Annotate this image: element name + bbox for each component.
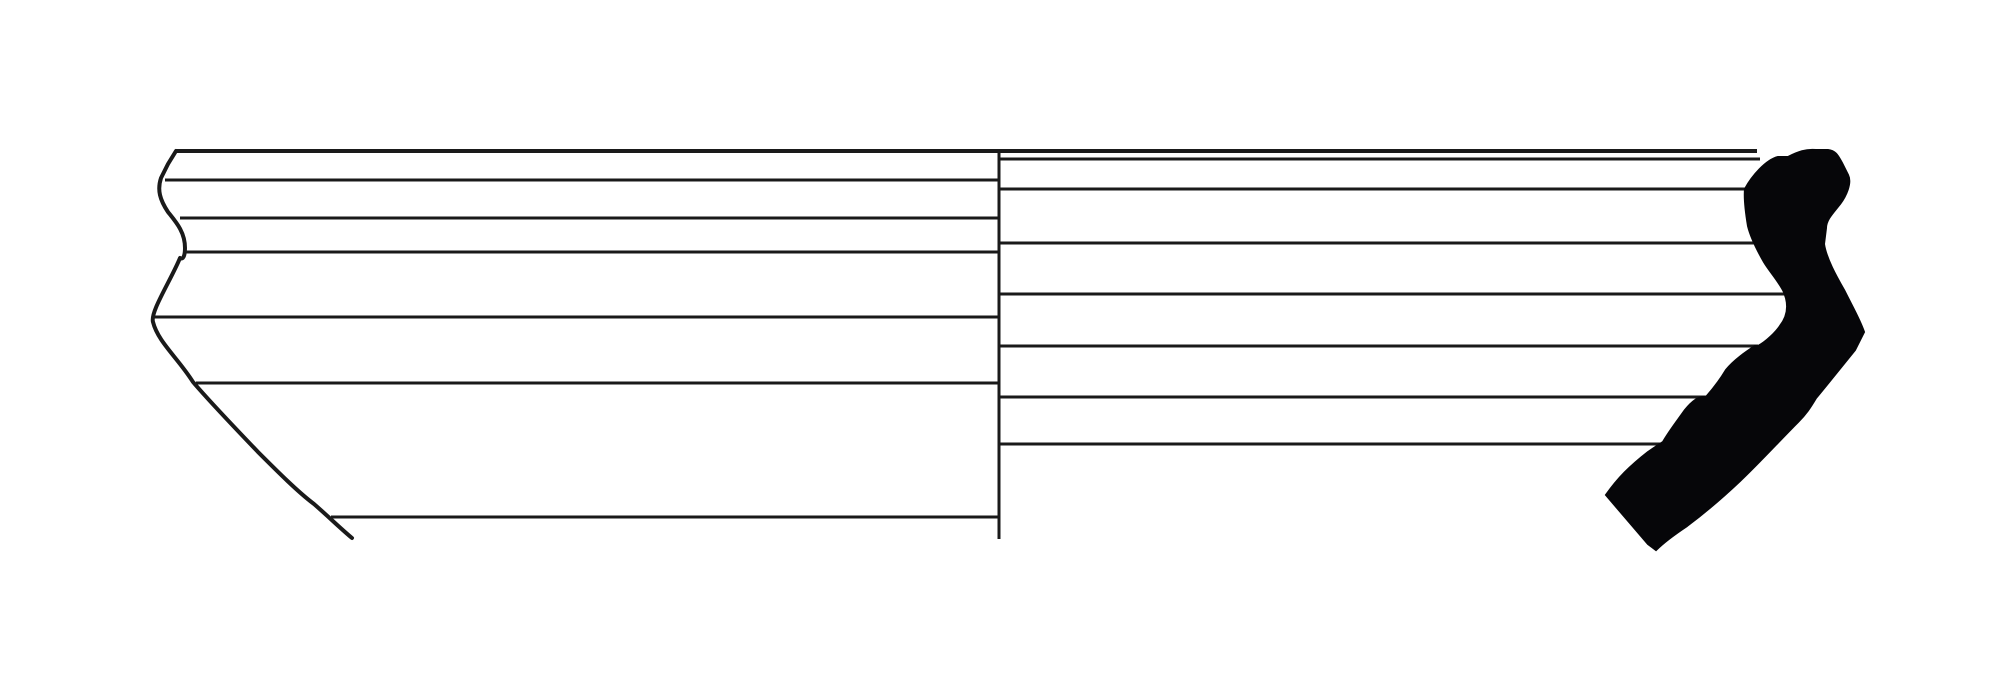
exterior-outline — [150, 149, 354, 540]
exterior-horizontal-lines — [154, 178, 999, 519]
interior-horizontal-lines — [999, 157, 1784, 446]
section-profile-fill — [1604, 148, 1866, 552]
